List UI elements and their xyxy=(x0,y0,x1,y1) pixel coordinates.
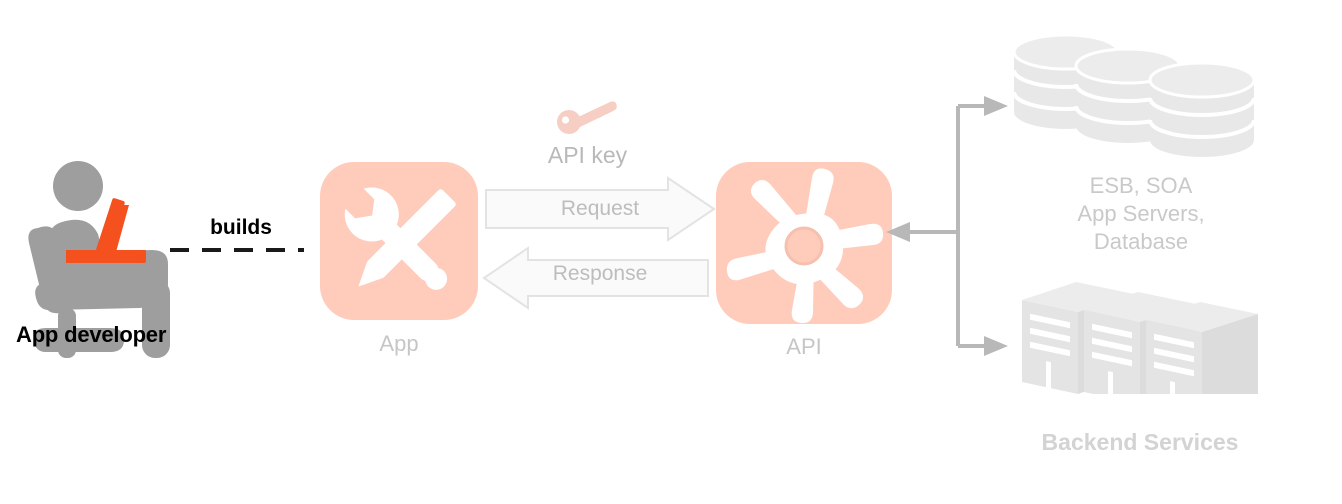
wrench-and-pencil-icon xyxy=(339,183,456,290)
database-backend-line-2: App Servers, xyxy=(1077,201,1205,226)
builds-dashed-line xyxy=(170,248,304,252)
key-icon xyxy=(556,100,618,134)
arrow-left-icon xyxy=(482,246,710,310)
api-key-label: API key xyxy=(547,142,628,168)
database-backend-line-3: Database xyxy=(1093,229,1189,254)
database-backend-line-1: ESB, SOA xyxy=(1089,173,1193,198)
database-stack-icon xyxy=(1012,33,1266,159)
server-racks-icon xyxy=(1022,282,1260,414)
database-backend-label: ESB, SOA App Servers, Database xyxy=(1010,172,1272,256)
request-flow-label: Request xyxy=(560,197,640,220)
builds-label: builds xyxy=(210,216,272,239)
api-node-label: API xyxy=(786,334,822,359)
seated-developer-icon xyxy=(0,150,220,360)
arrow-head-top xyxy=(984,96,1008,116)
arrow-right-icon xyxy=(484,176,716,242)
response-flow-label: Response xyxy=(552,262,648,285)
developer-label: App developer xyxy=(16,322,167,347)
backend-services-label: Backend Services xyxy=(1041,429,1239,455)
api-star-icon xyxy=(726,168,884,324)
backend-connector-lines xyxy=(884,92,1014,362)
arrow-head-left xyxy=(886,222,910,242)
app-node-tile[interactable] xyxy=(320,162,478,320)
api-node-tile[interactable] xyxy=(716,162,892,324)
arrow-head-bottom xyxy=(984,336,1008,356)
app-node-label: App xyxy=(379,331,419,356)
